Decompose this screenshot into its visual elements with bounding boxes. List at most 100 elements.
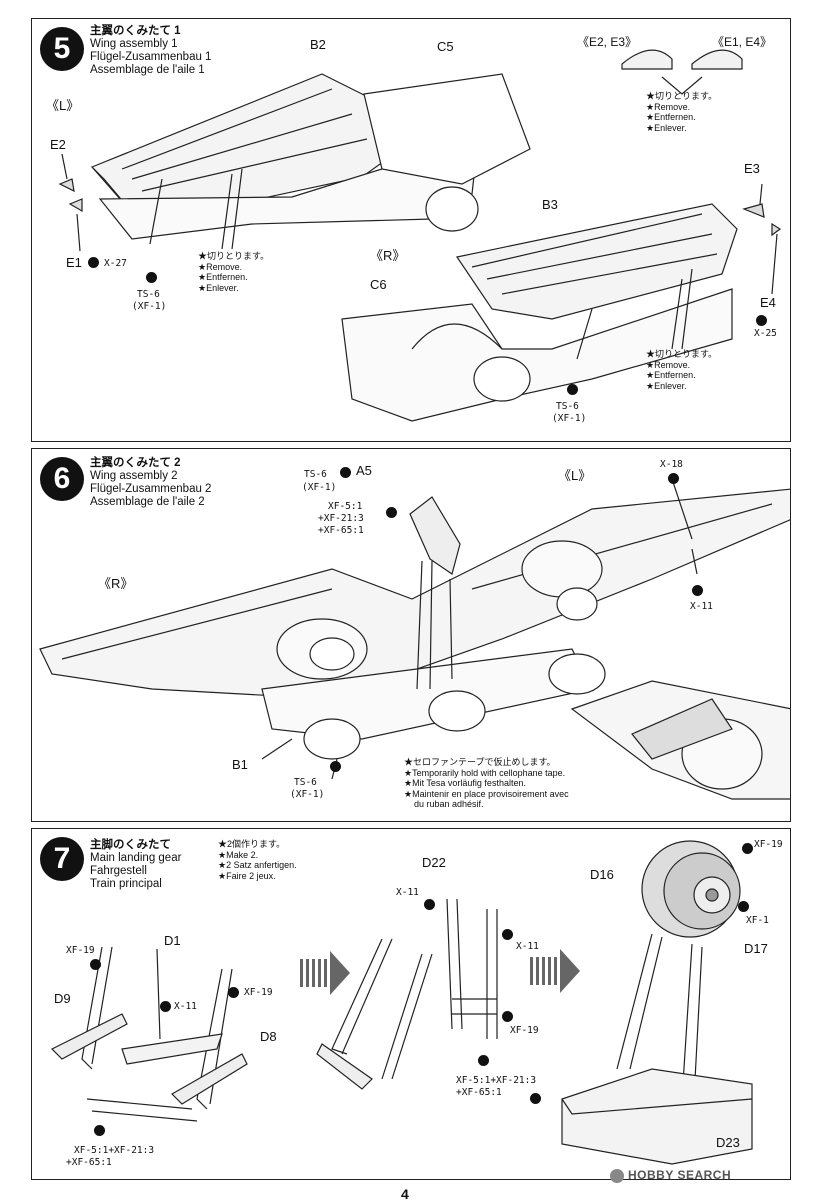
paint-marker-icon (160, 1001, 171, 1012)
paint-marker-icon (756, 315, 767, 326)
label-x11-b: X-11 (396, 887, 419, 898)
label-d17: D17 (744, 941, 768, 956)
label-d8: D8 (260, 1029, 277, 1044)
label-x18: X-18 (660, 459, 683, 470)
label-xf19-a: XF-19 (66, 945, 95, 956)
label-xf1-b: (XF-1) (552, 413, 587, 424)
label-e1: E1 (66, 255, 82, 270)
page-number: 4 (401, 1186, 409, 1202)
label-mix3: +XF-65:1 (318, 525, 364, 536)
watermark: HOBBY SEARCH (610, 1168, 731, 1183)
title-fr: Train principal (90, 878, 162, 890)
title-en: Wing assembly 2 (90, 470, 178, 482)
label-e4: E4 (760, 295, 776, 310)
label-a5: A5 (356, 463, 372, 478)
label-ts6-a: TS-6 (304, 469, 327, 480)
paint-marker-icon (530, 1093, 541, 1104)
make-note: ★2個作ります。 ★Make 2. ★2 Satz anfertigen. ★F… (218, 839, 297, 881)
paint-marker-icon (340, 467, 351, 478)
title-en: Wing assembly 1 (90, 38, 178, 50)
label-xf1-a: (XF-1) (132, 301, 167, 312)
label-e1e4: 《E1, E4》 (712, 35, 773, 49)
paint-marker-icon (668, 473, 679, 484)
paint-marker-icon (742, 843, 753, 854)
label-xf19-b: XF-19 (244, 987, 273, 998)
paint-marker-icon (386, 507, 397, 518)
paint-marker-icon (88, 257, 99, 268)
title-fr: Assemblage de l'aile 1 (90, 64, 205, 76)
main-landing-gear-illustration (50, 840, 753, 1165)
label-left: 《L》 (46, 98, 80, 113)
step-5-panel: 5 主翼のくみたて 1 Wing assembly 1 Flügel-Zusam… (31, 18, 791, 442)
label-mix1: XF-5:1 (328, 501, 363, 512)
label-x27: X-27 (104, 258, 127, 269)
step-6-panel: 6 主翼のくみたて 2 Wing assembly 2 Flügel-Zusam… (31, 448, 791, 822)
remove-note-top: ★切りとります。 ★Remove. ★Entfernen. ★Enlever. (646, 91, 718, 133)
step-number: 5 (40, 27, 84, 71)
paint-marker-icon (228, 987, 239, 998)
label-mix-a1: XF-5:1+XF-21:3 (74, 1145, 155, 1156)
paint-marker-icon (478, 1055, 489, 1066)
title-fr: Assemblage de l'aile 2 (90, 496, 205, 508)
label-mix2: +XF-21:3 (318, 513, 364, 524)
paint-marker-icon (94, 1125, 105, 1136)
label-x25: X-25 (754, 328, 777, 339)
label-e2e3: 《E2, E3》 (577, 35, 638, 49)
label-xf1: XF-1 (746, 915, 769, 926)
remove-note-left: ★切りとります。 ★Remove. ★Entfernen. ★Enlever. (198, 251, 270, 293)
step-number: 6 (40, 457, 84, 501)
label-d16: D16 (590, 867, 614, 882)
step-number: 7 (40, 837, 84, 881)
title-jp: 主翼のくみたて 2 (90, 457, 181, 469)
wing-assembly-1-illustration (58, 49, 782, 422)
label-x11-a: X-11 (174, 1001, 197, 1012)
step-title: 主翼のくみたて 1 Wing assembly 1 Flügel-Zusamme… (90, 25, 211, 77)
wing-assembly-2-illustration (39, 478, 790, 800)
label-b2: B2 (310, 37, 326, 52)
paint-marker-icon (424, 899, 435, 910)
title-de: Flügel-Zusammenbau 2 (90, 483, 212, 495)
label-e2: E2 (50, 137, 66, 152)
paint-marker-icon (692, 585, 703, 596)
step-7-panel: 7 主脚のくみたて Main landing gear Fahrgestell … (31, 828, 791, 1180)
paint-marker-icon (90, 959, 101, 970)
title-de: Fahrgestell (90, 865, 147, 877)
label-left: 《L》 (558, 468, 592, 483)
title-jp: 主脚のくみたて (90, 839, 171, 851)
label-c5: C5 (437, 39, 454, 54)
label-d22: D22 (422, 855, 446, 870)
label-x11-c: X-11 (516, 941, 539, 952)
title-de: Flügel-Zusammenbau 1 (90, 51, 212, 63)
label-e3: E3 (744, 161, 760, 176)
remove-note-right: ★切りとります。 ★Remove. ★Entfernen. ★Enlever. (646, 349, 718, 391)
label-xf1-b: (XF-1) (290, 789, 325, 800)
label-mix-b2: +XF-65:1 (456, 1087, 502, 1098)
label-ts6-b: TS-6 (294, 777, 317, 788)
label-xf19-d: XF-19 (754, 839, 783, 850)
label-x11: X-11 (690, 601, 713, 612)
paint-marker-icon (330, 761, 341, 772)
paint-marker-icon (146, 272, 157, 283)
hobby-search-logo-icon (610, 1168, 624, 1183)
label-d9: D9 (54, 991, 71, 1006)
step-title: 主脚のくみたて Main landing gear Fahrgestell Tr… (90, 839, 181, 891)
label-ts6-a: TS-6 (137, 289, 160, 300)
label-xf19-c: XF-19 (510, 1025, 539, 1036)
paint-marker-icon (502, 1011, 513, 1022)
label-right: 《R》 (370, 248, 406, 263)
title-jp: 主翼のくみたて 1 (90, 25, 181, 37)
paint-marker-icon (502, 929, 513, 940)
label-mix-a2: +XF-65:1 (66, 1157, 112, 1168)
label-mix-b1: XF-5:1+XF-21:3 (456, 1075, 537, 1086)
title-en: Main landing gear (90, 852, 182, 864)
step-title: 主翼のくみたて 2 Wing assembly 2 Flügel-Zusamme… (90, 457, 211, 509)
label-right: 《R》 (98, 576, 134, 591)
label-xf1-a: (XF-1) (302, 482, 337, 493)
label-ts6-b: TS-6 (556, 401, 579, 412)
label-c6: C6 (370, 277, 387, 292)
tape-note: ★セロファンテープで仮止めします。 ★Temporarily hold with… (404, 757, 569, 809)
paint-marker-icon (738, 901, 749, 912)
label-b3: B3 (542, 197, 558, 212)
paint-marker-icon (567, 384, 578, 395)
label-d1: D1 (164, 933, 181, 948)
